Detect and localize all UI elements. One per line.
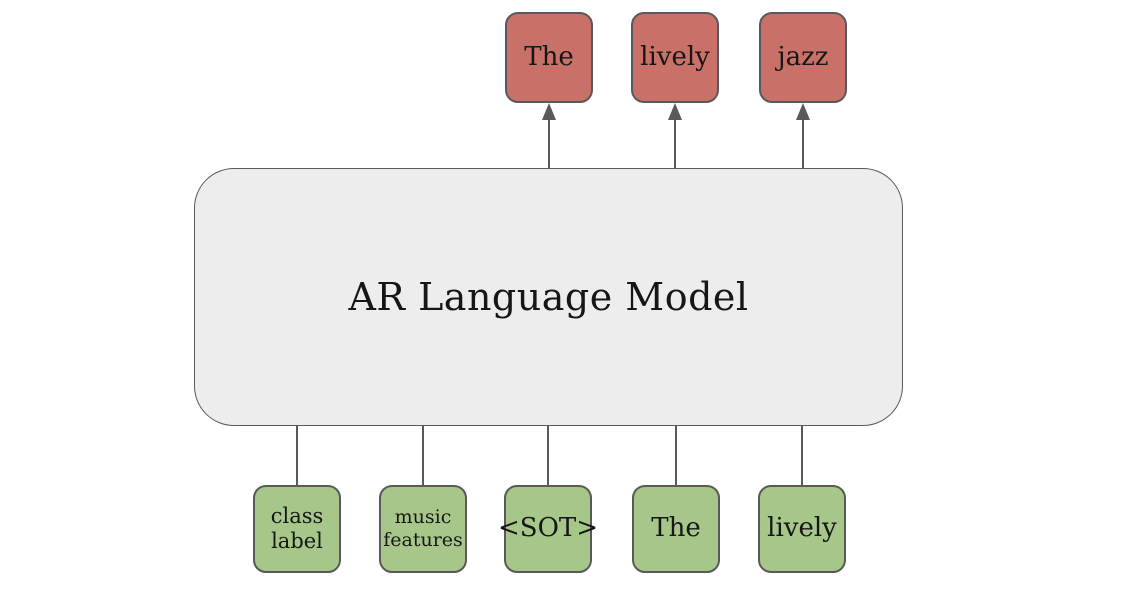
input-connector-line — [547, 426, 549, 485]
output-arrow-line — [674, 118, 676, 169]
output-token-label: jazz — [777, 41, 829, 72]
output-arrow-line — [548, 118, 550, 169]
arrow-up-icon — [796, 103, 810, 120]
input-token-label: <SOT> — [497, 513, 599, 544]
input-token-box: lively — [758, 485, 846, 573]
input-token-box: music features — [379, 485, 467, 573]
input-token-label: The — [651, 513, 701, 544]
output-arrow-line — [802, 118, 804, 169]
model-box: AR Language Model — [194, 168, 903, 426]
input-token-box: class label — [253, 485, 341, 573]
input-token-box: The — [632, 485, 720, 573]
input-token-box: <SOT> — [498, 485, 598, 573]
output-token-label: The — [524, 41, 574, 72]
input-token-label: class label — [270, 504, 324, 553]
input-connector-line — [675, 426, 677, 485]
input-token-label: music features — [383, 505, 463, 551]
output-token-label: lively — [640, 41, 710, 72]
input-connector-line — [422, 426, 424, 485]
input-connector-line — [801, 426, 803, 485]
output-token-box: The — [505, 12, 593, 103]
model-label: AR Language Model — [348, 275, 749, 319]
input-connector-line — [296, 426, 298, 485]
arrow-up-icon — [668, 103, 682, 120]
arrow-up-icon — [542, 103, 556, 120]
output-token-box: lively — [631, 12, 719, 103]
output-token-box: jazz — [759, 12, 847, 103]
input-token-label: lively — [767, 513, 837, 544]
